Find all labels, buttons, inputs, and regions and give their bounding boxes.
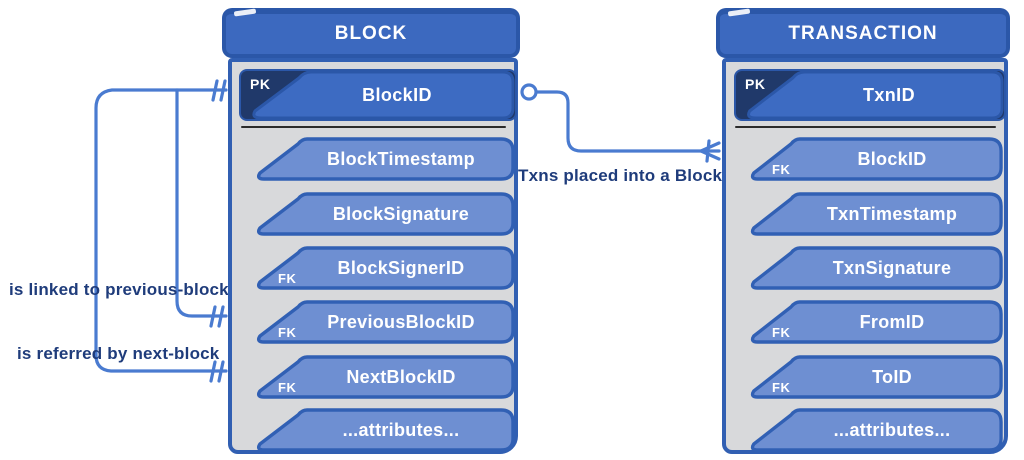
transaction-row-txntimestamp[interactable]: TxnTimestamp [746, 191, 1004, 237]
attribute-banner-shape [256, 137, 515, 181]
fk-badge: FK [278, 325, 297, 340]
attribute-banner-shape [256, 300, 515, 344]
attribute-label: ...attributes... [342, 419, 460, 440]
attribute-label: PreviousBlockID [327, 311, 475, 332]
entity-transaction-body[interactable]: PK TxnID FK BlockID TxnTimestamp TxnSign… [722, 58, 1008, 454]
pk-banner-shape [747, 70, 1004, 120]
fk-badge: FK [772, 162, 791, 177]
cardinality-crowsfoot-many [699, 139, 721, 163]
transaction-row-attributes[interactable]: ...attributes... [746, 407, 1004, 453]
transaction-row-fromid[interactable]: FK FromID [746, 299, 1004, 345]
pk-badge: PK [250, 76, 271, 92]
attribute-label: BlockID [857, 148, 927, 169]
block-row-attributes[interactable]: ...attributes... [252, 407, 516, 453]
attribute-label: TxnTimestamp [826, 203, 958, 224]
entity-block-header[interactable]: BLOCK [222, 8, 520, 58]
transaction-pk-field: TxnID [862, 84, 915, 105]
attribute-banner-shape [256, 355, 515, 399]
block-row-blocksignerid[interactable]: FK BlockSignerID [252, 245, 516, 291]
relationship-label-txns-into-block: Txns placed into a Block [518, 166, 723, 185]
attribute-banner-shape [750, 300, 1003, 344]
attribute-label: BlockSignature [332, 203, 470, 224]
attribute-banner-shape [256, 192, 515, 236]
attribute-label: BlockTimestamp [327, 148, 475, 169]
fk-badge: FK [772, 380, 791, 395]
relationship-line-txns-into-block [535, 90, 703, 153]
attribute-banner-shape [256, 246, 515, 290]
attribute-label: ToID [872, 366, 912, 387]
attribute-label: FromID [859, 311, 925, 332]
pk-banner-shape [252, 70, 515, 120]
entity-block-title: BLOCK [334, 23, 408, 44]
pk-badge: PK [745, 76, 766, 92]
cardinality-ring-optional [520, 83, 538, 101]
cardinality-one-ticks-nextblockid [209, 360, 225, 383]
transaction-row-txnsignature[interactable]: TxnSignature [746, 245, 1004, 291]
block-pk-row[interactable]: PK BlockID [239, 69, 517, 121]
relationship-label-previous-block: is linked to previous-block [9, 280, 229, 299]
attribute-banner-shape [750, 408, 1003, 452]
block-row-blocktimestamp[interactable]: BlockTimestamp [252, 136, 516, 182]
attribute-banner-shape [750, 192, 1003, 236]
attribute-label: NextBlockID [346, 366, 456, 387]
transaction-row-toid[interactable]: FK ToID [746, 354, 1004, 400]
pk-divider [241, 126, 506, 128]
attribute-label: BlockSignerID [337, 257, 465, 278]
attribute-banner-shape [750, 137, 1003, 181]
cardinality-one-ticks-blockid [211, 79, 227, 102]
transaction-pk-row[interactable]: PK TxnID [734, 69, 1006, 121]
block-pk-field: BlockID [362, 84, 432, 105]
attribute-banner-shape [750, 355, 1003, 399]
block-row-nextblockid[interactable]: FK NextBlockID [252, 354, 516, 400]
relationship-label-next-block: is referred by next-block [17, 344, 220, 363]
attribute-label: TxnSignature [832, 257, 952, 278]
cardinality-one-ticks-previousblockid [209, 305, 225, 328]
fk-badge: FK [278, 380, 297, 395]
fk-badge: FK [278, 271, 297, 286]
entity-transaction-title: TRANSACTION [788, 23, 938, 44]
pk-divider [735, 126, 996, 128]
entity-transaction-header[interactable]: TRANSACTION [716, 8, 1010, 58]
transaction-row-blockid[interactable]: FK BlockID [746, 136, 1004, 182]
attribute-banner-shape [256, 408, 515, 452]
attribute-label: ...attributes... [833, 419, 951, 440]
entity-block-body[interactable]: PK BlockID BlockTimestamp BlockSignature… [228, 58, 518, 454]
block-row-previousblockid[interactable]: FK PreviousBlockID [252, 299, 516, 345]
attribute-banner-shape [750, 246, 1003, 290]
fk-badge: FK [772, 325, 791, 340]
block-row-blocksignature[interactable]: BlockSignature [252, 191, 516, 237]
relationship-line-next-block [94, 88, 228, 373]
